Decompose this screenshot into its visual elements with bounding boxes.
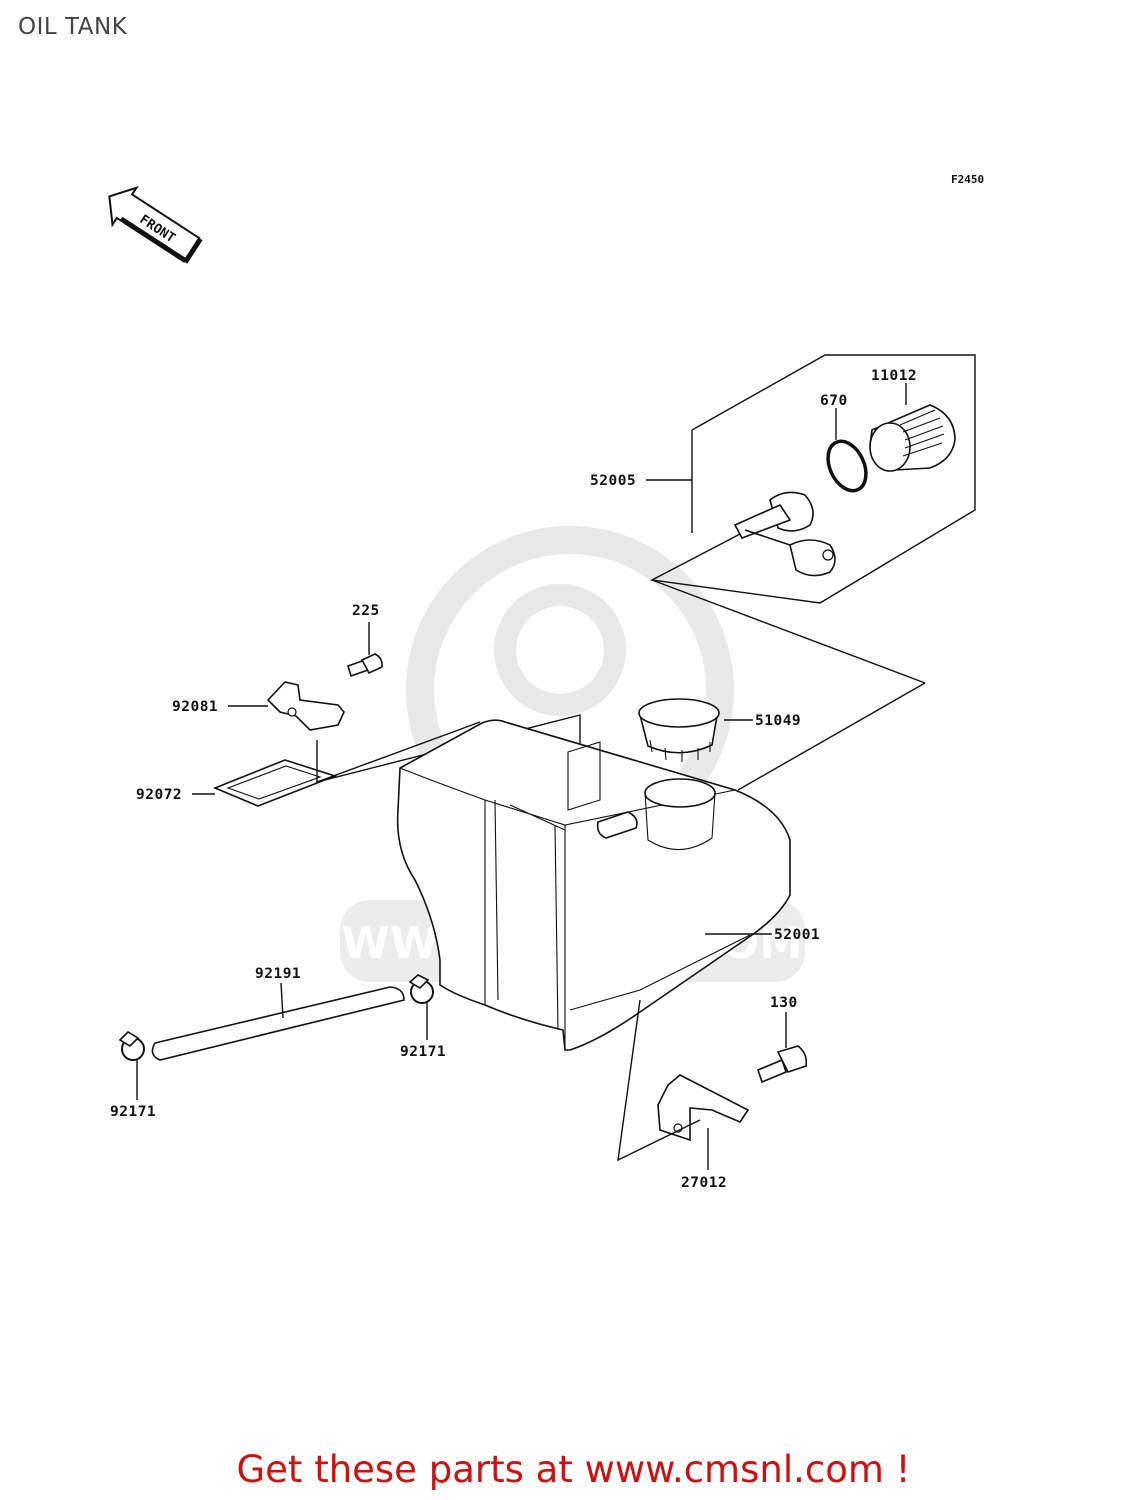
oil-tank-exploded-diagram: WWW.CMSNL.COM F2450 FRONT <box>108 173 984 1191</box>
callout-92081: 92081 <box>172 699 218 715</box>
bolt-part <box>757 1012 808 1084</box>
callout-130: 130 <box>770 995 798 1011</box>
screw-part <box>347 622 383 678</box>
callout-51049: 51049 <box>755 713 801 729</box>
callout-92072: 92072 <box>136 787 182 803</box>
callout-92191: 92191 <box>255 966 301 982</box>
callout-670: 670 <box>820 393 848 409</box>
callout-27012: 27012 <box>681 1175 727 1191</box>
filler-cap-assembly-frame <box>649 354 976 791</box>
clamp-part-upper <box>408 974 434 1004</box>
o-ring-part <box>826 439 868 493</box>
grommet-part <box>638 698 720 762</box>
bracket-part <box>266 681 345 731</box>
front-arrow-icon: FRONT <box>108 185 203 264</box>
hose-part <box>151 986 405 1061</box>
callout-11012: 11012 <box>871 368 917 384</box>
get-parts-link[interactable]: Get these parts at www.cmsnl.com ! <box>236 1448 911 1491</box>
callout-225: 225 <box>352 603 380 619</box>
callout-92171-lower: 92171 <box>110 1104 156 1120</box>
callout-52001: 52001 <box>774 927 820 943</box>
figure-code: F2450 <box>951 173 984 186</box>
callout-92171-upper: 92171 <box>400 1044 446 1060</box>
mounting-bracket-part <box>617 999 750 1162</box>
clamp-part-lower <box>118 1030 145 1061</box>
filler-cap-part <box>869 404 956 472</box>
page-title: OIL TANK <box>18 14 128 40</box>
callout-52005: 52005 <box>590 473 636 489</box>
level-gauge-float-part <box>733 491 836 577</box>
oil-tank-part <box>396 719 791 1051</box>
